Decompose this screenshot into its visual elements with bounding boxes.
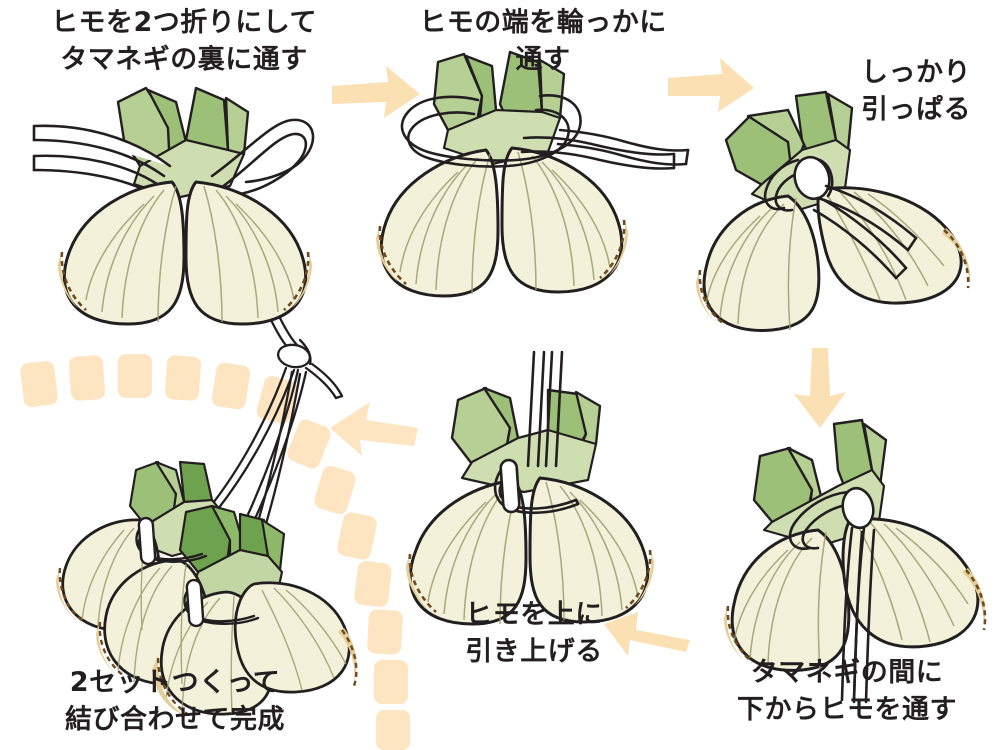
caption-step-3: しっかり 引っぱる [861,57,971,126]
step-6-illustration [56,316,358,720]
step-5-illustration [406,350,654,626]
step-2-illustration [376,50,690,298]
onion-bulbs [724,517,987,672]
onion-bulbs [376,146,628,298]
arrow-5-to-6-icon [20,354,418,750]
caption-step-4: タマネギの間に 下からヒモを通す [737,657,957,726]
step-1-illustration [32,86,315,326]
cord-knot [763,155,918,280]
onion-bulbs [696,186,971,332]
caption-step-5: ヒモを上に 引き上げる [465,599,603,668]
onion-cluster [56,460,358,720]
step-4-illustration [724,418,987,704]
cord-knot [788,486,876,704]
arrow-3-to-4-icon [794,348,846,428]
onion-leaves [450,386,602,494]
onion-leaves [432,50,566,166]
caption-step-2: ヒモの端を輪っかに 通す [419,7,667,76]
onion-bulbs [58,180,312,326]
cord-knot [493,350,580,515]
onion-bulbs [406,476,654,626]
caption-step-1: ヒモを2つ折りにして タマネギの裏に通す [51,7,317,76]
step-3-illustration [696,90,971,332]
caption-step-6: 2セットつくって 結び合わせて完成 [65,667,285,736]
arrow-4-to-5-icon [604,612,690,656]
cord-knot [135,516,260,628]
arrow-1-to-2-icon [332,66,420,118]
cord [400,94,690,170]
arrow-2-to-3-icon [668,58,754,112]
